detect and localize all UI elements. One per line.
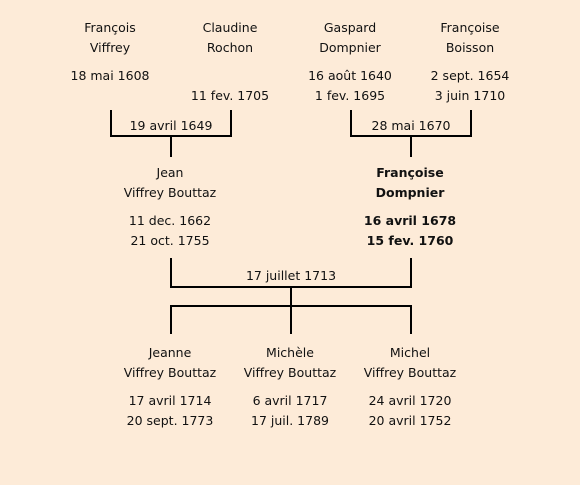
birth-date: 24 avril 1720 [368, 393, 452, 408]
person-jeanne-viffrey-bouttaz: Jeanne Viffrey Bouttaz 17 avril 1714 20 … [105, 343, 235, 431]
connector-right-vertical-2 [470, 110, 472, 136]
connector-child-1 [170, 306, 172, 334]
person-gaspard-dompnier: Gaspard Dompnier 16 août 1640 1 fev. 169… [285, 18, 415, 106]
birth-date [165, 66, 295, 86]
marriage-date-center: 17 juillet 1713 [245, 268, 337, 283]
person-michel-viffrey-bouttaz: Michel Viffrey Bouttaz 24 avril 1720 20 … [345, 343, 475, 431]
last-name: Rochon [206, 40, 254, 55]
last-name: Viffrey Bouttaz [123, 185, 217, 200]
person-michele-viffrey-bouttaz: Michèle Viffrey Bouttaz 6 avril 1717 17 … [225, 343, 355, 431]
death-date: 17 juil. 1789 [251, 413, 329, 428]
person-francois-viffrey: François Viffrey 18 mai 1608 [45, 18, 175, 86]
marriage-date-right: 28 mai 1670 [371, 118, 451, 133]
last-name: Viffrey Bouttaz [243, 365, 337, 380]
last-name: Viffrey Bouttaz [363, 365, 457, 380]
last-name: Dompnier [375, 185, 445, 200]
marriage-date-left: 19 avril 1649 [129, 118, 213, 133]
death-date: 1 fev. 1695 [314, 88, 386, 103]
birth-date: 16 août 1640 [308, 68, 392, 83]
death-date: 20 avril 1752 [368, 413, 452, 428]
last-name: Dompnier [319, 40, 381, 55]
birth-date: 11 dec. 1662 [128, 213, 212, 228]
first-name: Françoise [440, 20, 500, 35]
death-date: 11 fev. 1705 [190, 88, 270, 103]
first-name: Gaspard [323, 20, 377, 35]
birth-date: 6 avril 1717 [252, 393, 328, 408]
connector-right-vertical-1 [350, 110, 352, 136]
last-name: Boisson [445, 40, 495, 55]
connector-right-descent [410, 136, 412, 157]
birth-date: 16 avril 1678 [363, 213, 457, 228]
connector-children-trunk [290, 287, 292, 307]
person-jean-viffrey-bouttaz: Jean Viffrey Bouttaz 11 dec. 1662 21 oct… [105, 163, 235, 251]
death-date: 3 juin 1710 [434, 88, 506, 103]
person-claudine-rochon: Claudine Rochon 11 fev. 1705 [165, 18, 295, 106]
first-name: François [84, 20, 136, 35]
first-name: Jean [156, 165, 184, 180]
connector-child-2 [290, 306, 292, 334]
first-name: Jeanne [148, 345, 192, 360]
connector-center-vertical-1 [170, 258, 172, 287]
birth-date: 18 mai 1608 [70, 68, 150, 83]
first-name: Claudine [202, 20, 258, 35]
connector-center-vertical-2 [410, 258, 412, 287]
person-francoise-dompnier: Françoise Dompnier 16 avril 1678 15 fev.… [345, 163, 475, 251]
birth-date: 2 sept. 1654 [430, 68, 510, 83]
last-name: Viffrey [89, 40, 131, 55]
death-date: 20 sept. 1773 [126, 413, 214, 428]
last-name: Viffrey Bouttaz [123, 365, 217, 380]
person-francoise-boisson: Françoise Boisson 2 sept. 1654 3 juin 17… [405, 18, 535, 106]
first-name: Michel [389, 345, 431, 360]
connector-left-vertical-1 [110, 110, 112, 136]
death-date: 21 oct. 1755 [130, 233, 210, 248]
connector-left-vertical-2 [230, 110, 232, 136]
first-name: Françoise [376, 165, 444, 180]
birth-date: 17 avril 1714 [128, 393, 212, 408]
connector-left-descent [170, 136, 172, 157]
first-name: Michèle [266, 345, 314, 360]
connector-child-3 [410, 306, 412, 334]
death-date: 15 fev. 1760 [366, 233, 454, 248]
